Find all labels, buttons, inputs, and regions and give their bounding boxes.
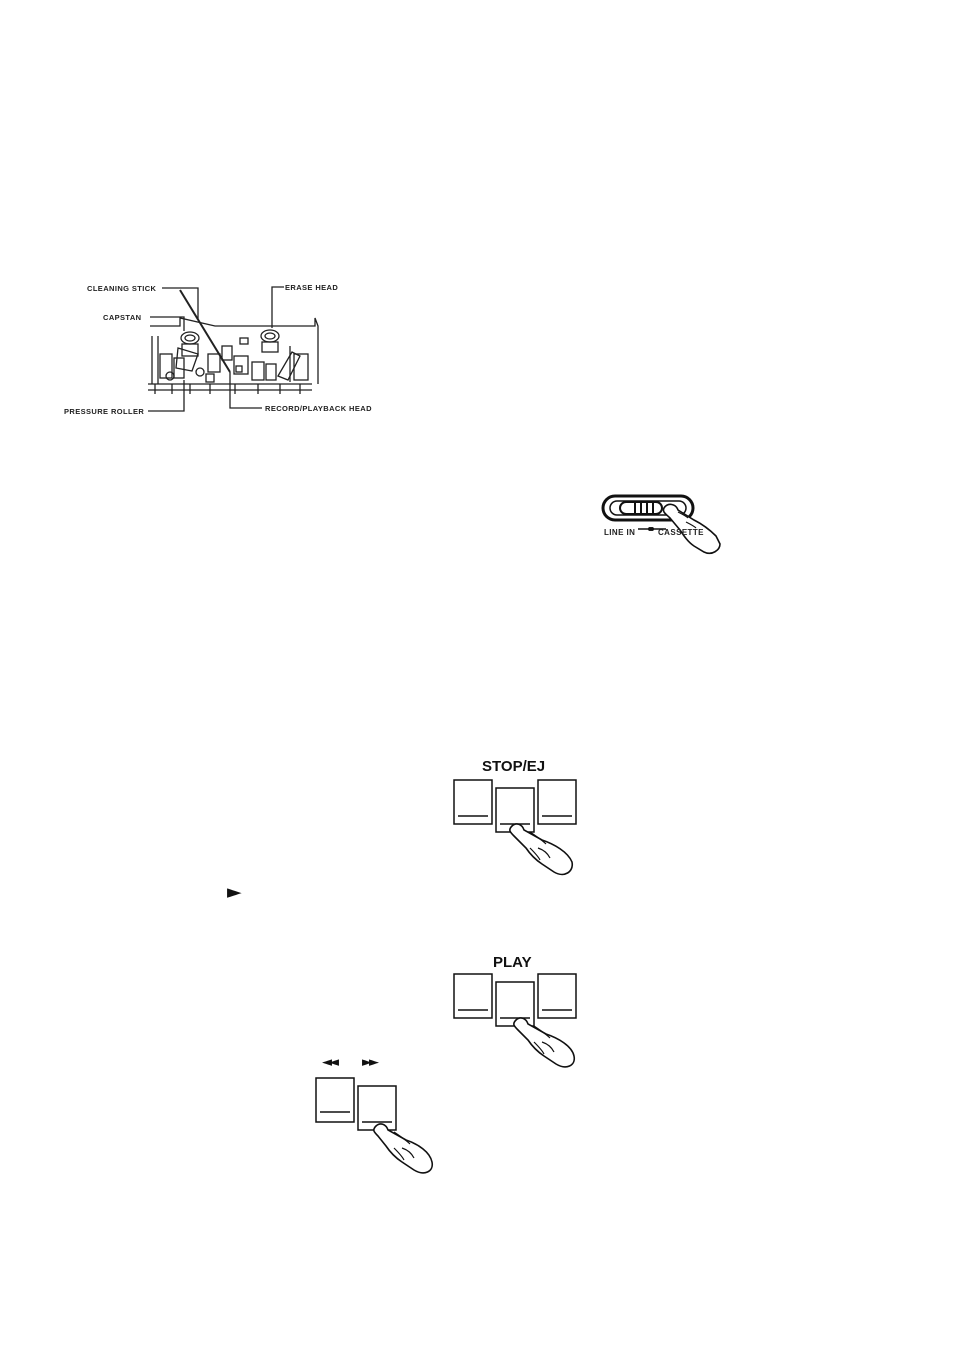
stop-eject-illustration: STOP/EJ (450, 758, 590, 878)
line-in-label: LINE IN (604, 528, 636, 537)
cassette-label: CASSETTE (658, 528, 704, 537)
stop-eject-keys (453, 779, 577, 876)
stop-eject-title: STOP/EJ (482, 758, 546, 775)
cleaning-stick-label: CLEANING STICK (87, 284, 157, 293)
play-illustration: PLAY (450, 954, 590, 1069)
rewind-symbol: ◄◄ (322, 1055, 339, 1070)
pressure-roller-label: PRESSURE ROLLER (64, 407, 145, 416)
record-playback-head-label: RECORD/PLAYBACK HEAD (265, 404, 372, 413)
function-switch-illustration: LINE IN CASSETTE (598, 490, 728, 560)
play-title: PLAY (493, 954, 532, 971)
hand-icon (662, 503, 721, 555)
tape-head-diagram: CLEANING STICK CAPSTAN ERASE HEAD PRESSU… (60, 276, 390, 421)
wind-keys (315, 1077, 434, 1174)
erase-head-label: ERASE HEAD (285, 283, 339, 292)
play-symbol: ► (227, 881, 242, 903)
play-keys (453, 973, 577, 1068)
function-slide-switch (601, 494, 721, 555)
capstan-label: CAPSTAN (103, 313, 142, 322)
wind-illustration: ◄◄ ►► (312, 1056, 442, 1181)
tape-mechanism-drawing (148, 286, 319, 412)
fast-forward-symbol: ►► (362, 1055, 379, 1070)
